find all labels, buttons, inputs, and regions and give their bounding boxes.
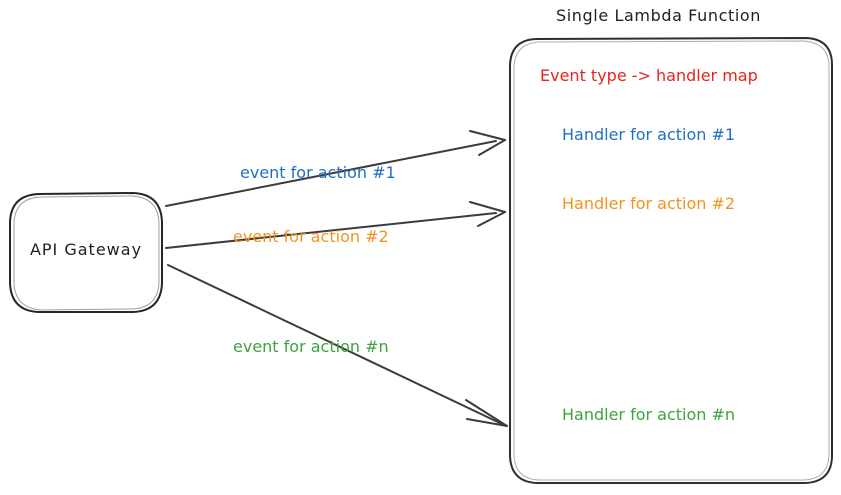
- lambda-line-event-type-handler-map: Event type -> handler map: [540, 66, 758, 85]
- api-gateway-box[interactable]: [9, 192, 163, 313]
- edge-arrow-1: [165, 130, 506, 207]
- lambda-line-handler-action-1: Handler for action #1: [562, 125, 736, 144]
- lambda-box-title: Single Lambda Function: [556, 6, 762, 25]
- lambda-line-handler-action-n: Handler for action #n: [562, 405, 736, 424]
- edge-arrow-3: [167, 264, 508, 427]
- api-gateway-label: API Gateway: [29, 240, 143, 259]
- lambda-line-handler-action-2: Handler for action #2: [562, 194, 736, 213]
- edge-arrow-2: [165, 201, 506, 249]
- lambda-function-box[interactable]: [509, 37, 833, 484]
- edge-label-event-action-2: event for action #2: [233, 227, 389, 246]
- edge-label-event-action-n: event for action #n: [233, 337, 389, 356]
- edge-label-event-action-1: event for action #1: [240, 163, 396, 182]
